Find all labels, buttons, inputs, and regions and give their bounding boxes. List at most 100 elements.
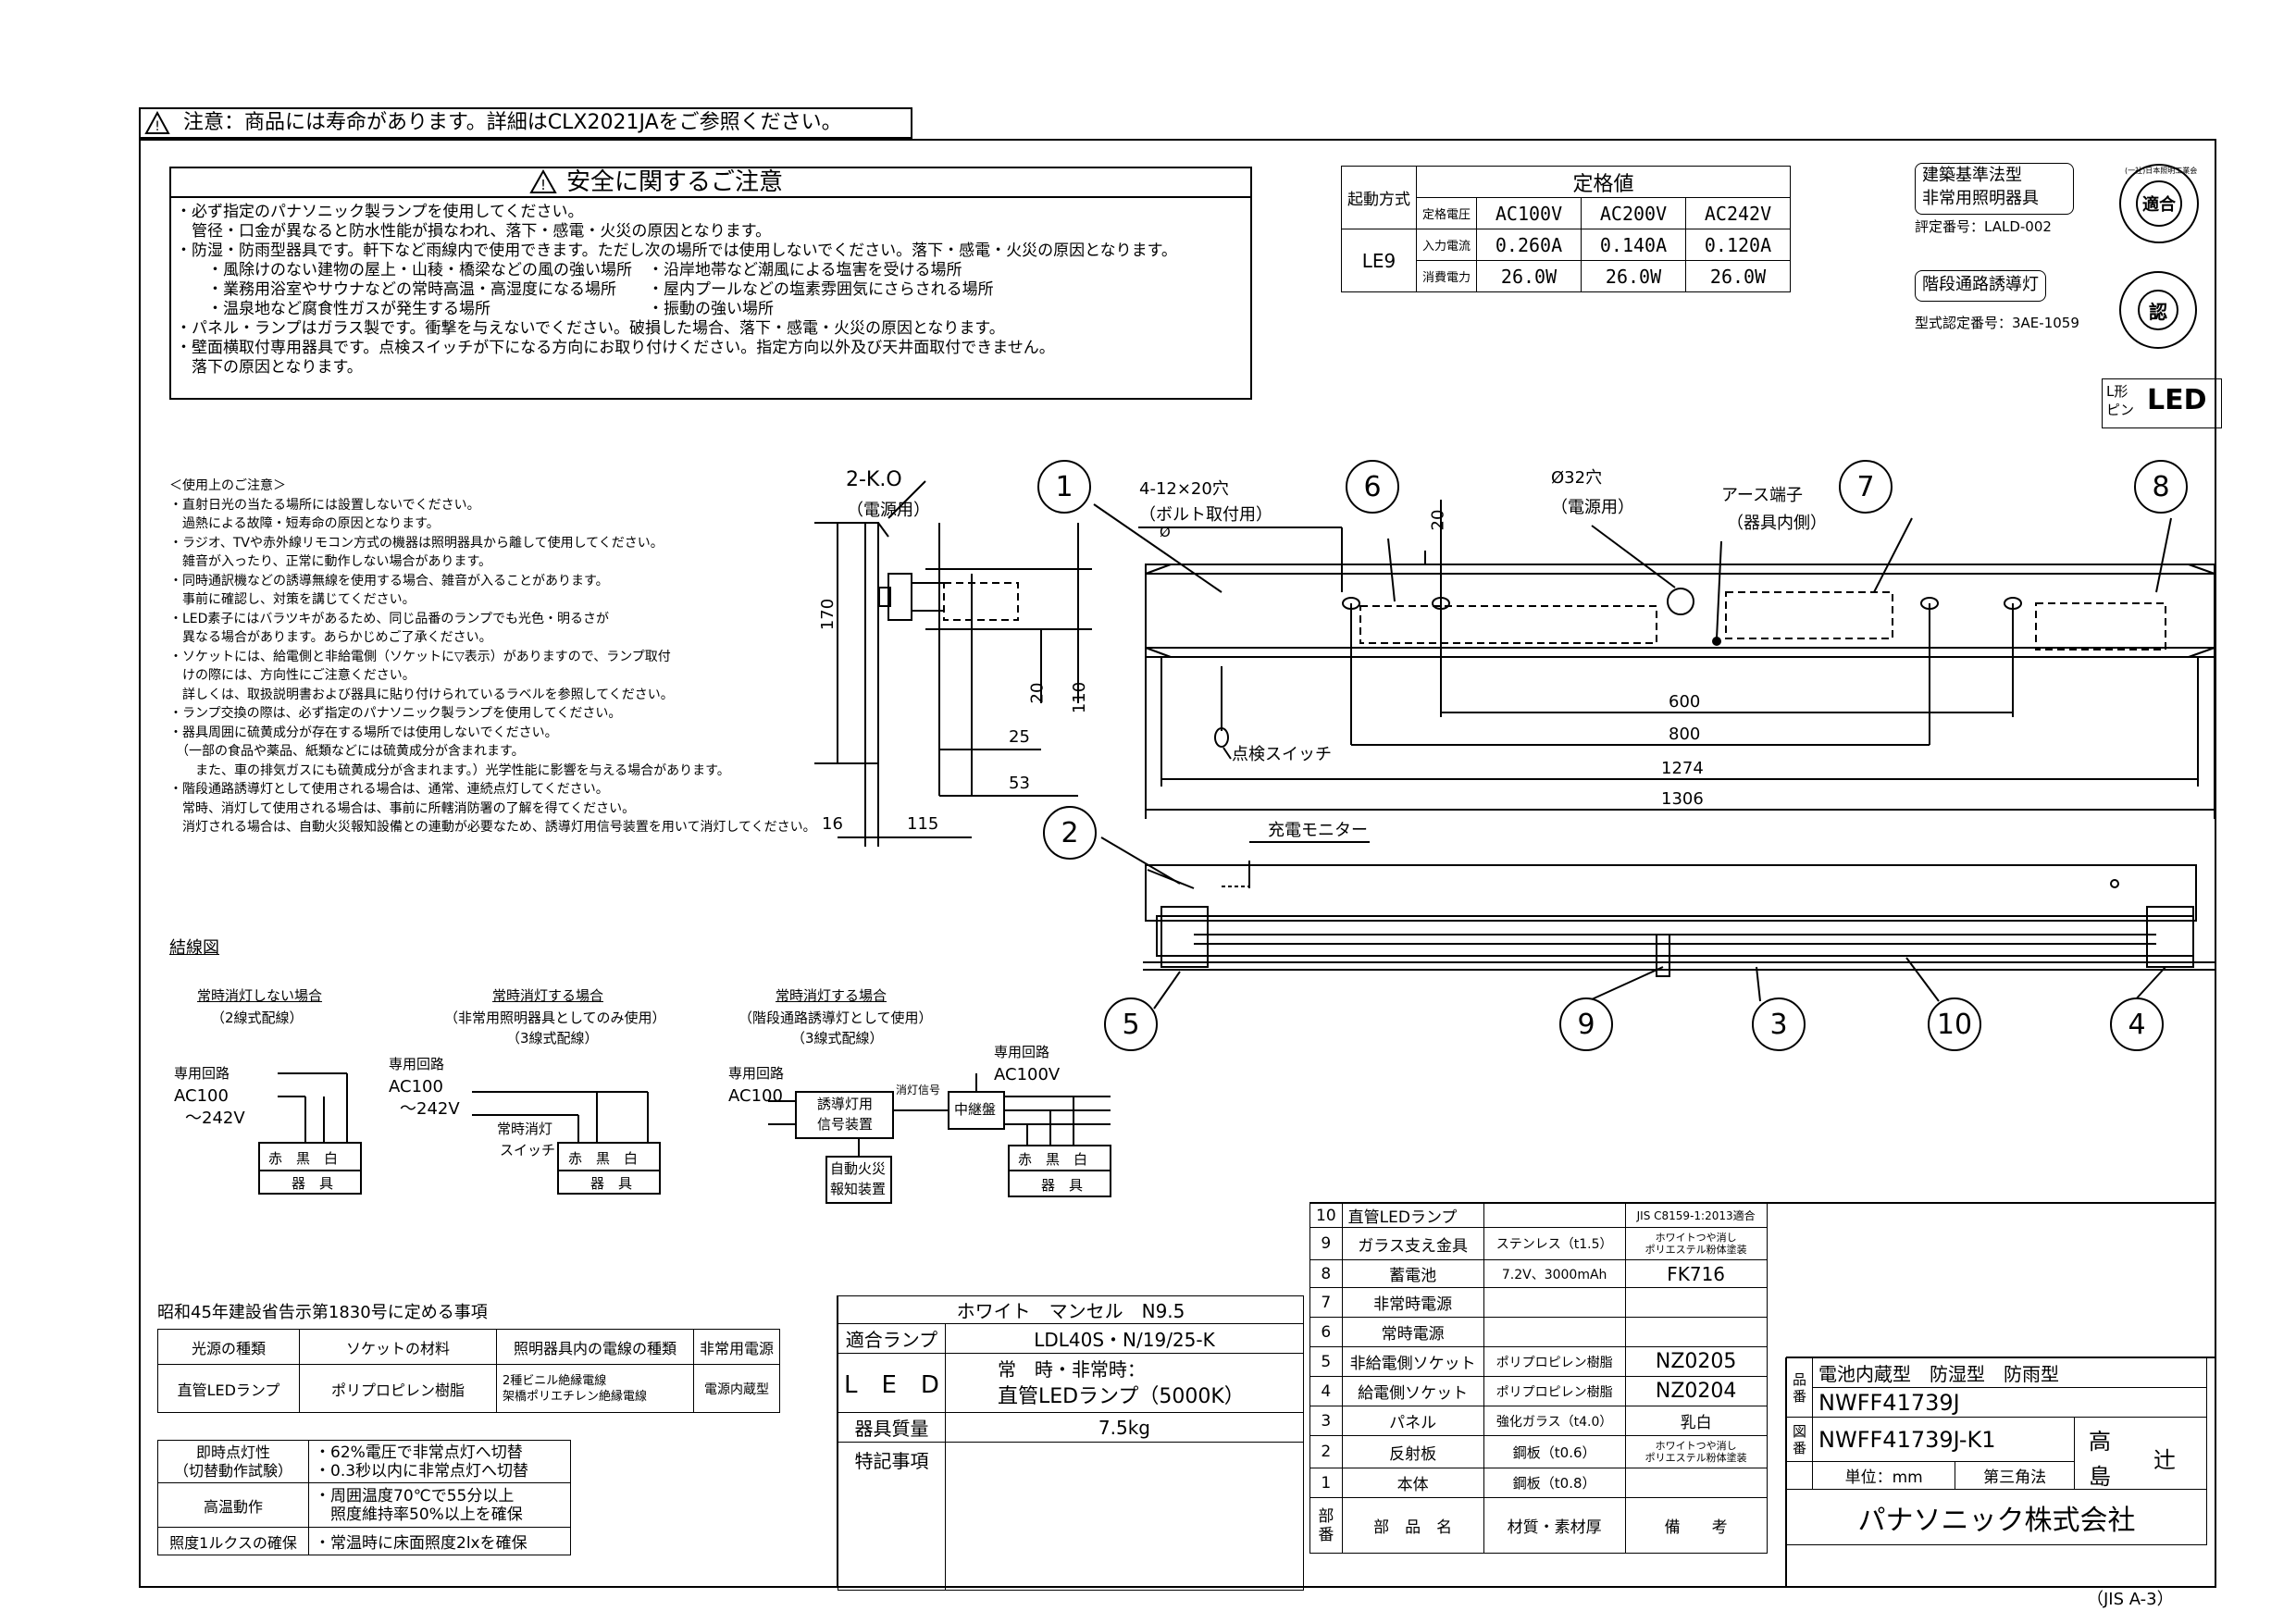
part-material: 鋼板（t0.6）: [1483, 1435, 1626, 1468]
usage-line: ・階段通路誘導灯として使用される場合は、通常、連続点灯してください。: [169, 782, 609, 797]
spec-mass: 7.5kg: [944, 1412, 1305, 1443]
perf-value: ・62%電圧で非常点灯へ切替 ・0.3秒以内に非常点灯へ切替: [308, 1440, 571, 1483]
type-label: 品 番: [1785, 1357, 1814, 1418]
parts-header-name: 部 品 名: [1341, 1497, 1484, 1554]
parts-table: 10 直管LEDランプ JIS C8159-1:2013適合 9 ガラス支え金具…: [1309, 1203, 1768, 1554]
rating-value: 0.120A: [1685, 229, 1792, 261]
rating-value: 0.140A: [1581, 229, 1687, 261]
usage-line: ＜使用上のご注意＞: [169, 478, 286, 493]
spec-mass-label: 器具質量: [838, 1412, 946, 1443]
callout-9: 9: [1559, 997, 1613, 1051]
usage-line: 雑音が入ったり、正常に動作しない場合があります。: [169, 554, 492, 569]
part-material: ステンレス（t1.5）: [1483, 1227, 1626, 1260]
company-name: パナソニック株式会社: [1785, 1489, 2208, 1545]
side-lamp: [943, 582, 1019, 621]
part-name: ガラス支え金具: [1341, 1227, 1484, 1260]
part-material: 7.2V、3000mAh: [1483, 1259, 1626, 1288]
safety-box: [169, 167, 1252, 400]
phi-note: （電源用）: [1551, 498, 1634, 517]
usage-line: ・ラジオ、TVや赤外線リモコン方式の機器は照明器具から離して使用してください。: [169, 535, 664, 551]
led-prefix: L形 ピン: [2106, 383, 2135, 418]
wiring-case-2-title: 常時消灯する場合: [492, 987, 604, 1004]
unit-label: 単位：mm: [1812, 1461, 1956, 1490]
rating-row-label: 入力電流: [1415, 229, 1478, 261]
rating-value: AC242V: [1685, 197, 1792, 229]
hole-label: 2-K.O: [846, 468, 902, 491]
part-note: NZ0205: [1624, 1346, 1768, 1377]
spec-table: ホワイト マンセル N9.5 適合ランプ LDL40S・N/19/25-K L …: [838, 1295, 1305, 1591]
circuit-label: 専用回路: [994, 1044, 1050, 1060]
safety-line: ・壁面横取付専用器具です。点検スイッチが下になる方向にお取り付けください。指定方…: [176, 339, 1055, 357]
wiring-fixture-2: [557, 1142, 661, 1195]
wiring-case-2-sub2: （3線式配線）: [506, 1030, 599, 1047]
dim-600: 600: [1669, 692, 1701, 712]
part-no: 9: [1309, 1227, 1343, 1260]
wiring-case-2-sub: （非常用照明器具としてのみ使用）: [444, 1010, 666, 1026]
wiring-title: 結線図: [169, 938, 219, 958]
safety-line: ・業務用浴室やサウナなどの常時高温・高湿度になる場所 ・屋内プールなどの塩素雰囲…: [176, 280, 994, 299]
rating-row-label: 消費電力: [1415, 260, 1478, 292]
seal-conformity: 適合 (一社)日本照明工業会: [2119, 164, 2199, 243]
usage-line: 過熱による故障・短寿命の原因となります。: [169, 516, 440, 531]
wiring-case-1-sub: （2線式配線）: [211, 1010, 304, 1026]
bsl-box: [1915, 163, 2074, 215]
switch-text-2: スイッチ: [500, 1142, 556, 1158]
unit-blank: [1785, 1461, 1814, 1490]
title-block: 品 番 電池内蔵型 防湿型 防雨型 NWFF41739J 図 番 NWFF417…: [1785, 1357, 2208, 1545]
rating-value: 0.260A: [1476, 229, 1582, 261]
name-1: 高: [2089, 1429, 2112, 1455]
notice-header: ソケットの材料: [299, 1329, 497, 1365]
notice-header: 非常用電源: [692, 1329, 781, 1365]
parts-header-note: 備 考: [1624, 1497, 1768, 1554]
drawing-number: NWFF41739J-K1: [1812, 1417, 2076, 1462]
usage-line: ・同時通訳機などの誘導無線を使用する場合、雑音が入ることがあります。: [169, 573, 609, 588]
part-name: 直管LEDランプ: [1341, 1203, 1484, 1228]
fire-text-1: 自動火災: [830, 1160, 887, 1177]
spec-led-label: L E D: [838, 1353, 946, 1413]
callout-7: 7: [1839, 460, 1893, 514]
colors-label: 赤 黒 白: [568, 1150, 639, 1167]
part-name: 本体: [1341, 1468, 1484, 1498]
dim-115: 115: [907, 814, 939, 834]
callout-3: 3: [1752, 997, 1806, 1051]
fire-text-2: 報知装置: [830, 1181, 887, 1197]
safety-line: 落下の原因となります。: [176, 358, 363, 377]
ac100-label: AC100: [174, 1086, 229, 1106]
perf-value: ・周囲温度70℃で55分以上 照度維持率50%以上を確保: [308, 1482, 571, 1528]
ac100v-label: AC100V: [994, 1065, 1061, 1084]
callout-4: 4: [2110, 997, 2164, 1051]
part-note: [1624, 1468, 1768, 1498]
safety-line: ・パネル・ランプはガラス製です。衝撃を与えないでください。破損した場合、落下・感…: [176, 319, 1005, 338]
svg-text:!: !: [155, 119, 160, 134]
spec-lamp: LDL40S・N/19/25-K: [944, 1323, 1305, 1354]
safety-title-rule: [169, 196, 1252, 198]
ac100-label: AC100: [389, 1077, 443, 1096]
seal-conformity-ring: (一社)日本照明工業会: [2125, 167, 2198, 175]
perf-label: 照度1ルクスの確保: [157, 1527, 309, 1555]
rating-value: 26.0W: [1685, 260, 1792, 292]
wiring-signal: [795, 1091, 894, 1139]
dim-53: 53: [1009, 774, 1030, 793]
ac100-label: AC100: [728, 1086, 783, 1106]
signal-text-1: 誘導灯用: [817, 1096, 874, 1112]
part-note: [1624, 1287, 1768, 1318]
front-ballast: [1359, 605, 1657, 644]
part-no: 4: [1309, 1376, 1343, 1406]
usage-line: ・ソケットには、給電側と非給電側（ソケットに▽表示）がありますので、ランプ取付: [169, 649, 671, 664]
parts-header-material: 材質・素材厚: [1483, 1497, 1626, 1554]
part-note: 乳白: [1624, 1406, 1768, 1436]
usage-line: けの際には、方向性にご注意ください。: [169, 668, 416, 683]
fixture-label: 器 具: [292, 1175, 334, 1192]
wiring-case-3-title: 常時消灯する場合: [776, 987, 887, 1004]
earth-note: （器具内側）: [1727, 514, 1827, 533]
earth-label: アース端子: [1721, 486, 1804, 505]
part-name: 非常時電源: [1341, 1287, 1484, 1318]
callout-8: 8: [2134, 460, 2188, 514]
part-no: 6: [1309, 1317, 1343, 1347]
dim-800: 800: [1669, 725, 1701, 744]
notice-header: 照明器具内の電線の種類: [496, 1329, 694, 1365]
bottom-reflector: [1156, 915, 2194, 957]
part-name: パネル: [1341, 1406, 1484, 1436]
part-material: 強化ガラス（t4.0）: [1483, 1406, 1626, 1436]
dim-1274: 1274: [1661, 759, 1704, 778]
